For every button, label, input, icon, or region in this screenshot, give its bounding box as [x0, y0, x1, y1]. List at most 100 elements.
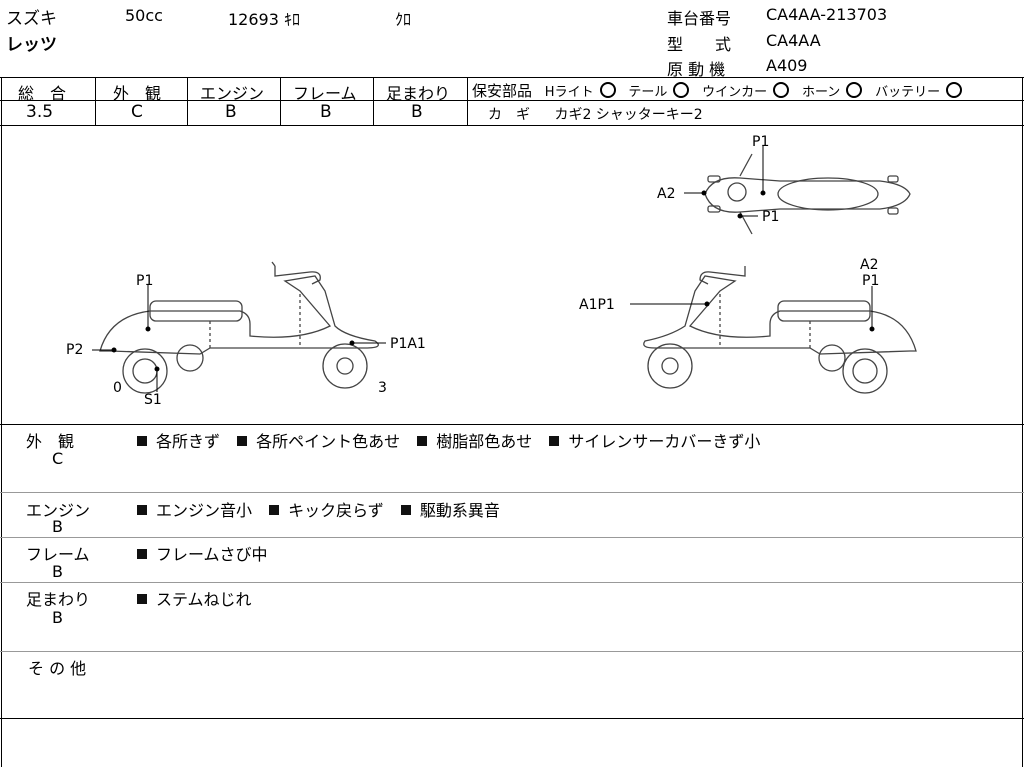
note-category: エンジン: [26, 501, 91, 520]
key-label: カ ギ: [488, 107, 530, 123]
damage-label: A1P1: [579, 297, 615, 313]
note-item: 樹脂部色あせ: [417, 432, 532, 451]
bullet-icon: [137, 549, 147, 559]
safety-parts-label: 保安部品: [472, 82, 533, 100]
note-category: 足まわり: [26, 590, 91, 609]
note-grade: B: [52, 517, 63, 536]
note-grade: B: [52, 562, 63, 581]
scooter-top-view: [704, 153, 911, 235]
note-item: エンジン音小: [137, 501, 252, 520]
safety-item-label: ホーン: [801, 85, 841, 100]
note-category: フレーム: [26, 545, 90, 564]
divider: [280, 77, 281, 125]
damage-label: P1: [762, 209, 779, 225]
safety-item-winker: ウインカー: [702, 82, 797, 100]
note-item: ステムねじれ: [137, 590, 252, 609]
safety-item-label: バッテリー: [875, 85, 941, 100]
damage-label: P1A1: [390, 336, 426, 352]
damage-markers: [92, 146, 875, 392]
note-category: そ の 他: [28, 659, 87, 678]
safety-item-horn: ホーン: [801, 82, 870, 100]
safety-item-label: Hライト: [544, 85, 594, 100]
grade-value: 3.5: [26, 102, 54, 122]
divider: [467, 77, 468, 125]
note-item: 各所きず: [137, 432, 220, 451]
bullet-icon: [417, 436, 428, 446]
note-items: フレームさび中: [137, 541, 280, 565]
ok-circle-icon: [946, 82, 963, 98]
note-item: フレームさび中: [137, 545, 268, 564]
note-item: サイレンサーカバーきず小: [549, 432, 760, 451]
bullet-icon: [400, 505, 411, 515]
safety-item-label: テール: [628, 85, 668, 100]
maker: スズキ: [6, 9, 57, 29]
scooter-right-view: [643, 266, 917, 394]
divider: [0, 77, 1024, 78]
frame-number-label: 車台番号: [667, 9, 732, 28]
damage-labels: P1 P2 P1A1 0 S1 3 P1 A2 P1 A1P1 A2 P1: [66, 134, 879, 408]
grade-label: 総 合: [18, 84, 67, 103]
note-item: キック戻らず: [269, 501, 384, 520]
key-value: カギ2 シャッターキー2: [554, 107, 703, 123]
note-item: 各所ペイント色あせ: [237, 432, 400, 451]
damage-label: 0: [113, 380, 122, 396]
safety-parts-row: 保安部品 Hライト テール ウインカー ホーン バッテリー: [472, 80, 970, 101]
divider: [467, 100, 1024, 101]
key-row: カ ギ カギ2 シャッターキー2: [488, 104, 703, 124]
bullet-icon: [137, 594, 147, 604]
grade-label: エンジン: [200, 84, 265, 103]
grade-value: B: [320, 102, 332, 122]
damage-label: P1: [136, 273, 153, 289]
note-items: エンジン音小 キック戻らず 駆動系異音: [137, 497, 512, 521]
divider: [0, 424, 1024, 425]
divider: [0, 582, 1024, 583]
damage-label: 3: [378, 380, 387, 396]
divider: [0, 718, 1024, 719]
safety-item-tail: テール: [628, 82, 697, 100]
bullet-icon: [269, 505, 280, 515]
divider: [0, 492, 1024, 493]
note-category: 外 観: [26, 432, 75, 451]
grade-label: フレーム: [293, 84, 357, 103]
color: ｸﾛ: [395, 10, 412, 29]
damage-label: A2: [657, 186, 675, 202]
type-value: CA4AA: [766, 31, 821, 50]
ok-circle-icon: [773, 82, 790, 98]
damage-label: A2: [860, 257, 878, 273]
divider: [373, 77, 374, 125]
divider: [187, 77, 188, 125]
border-right: [1022, 77, 1023, 767]
type-label: 型 式: [667, 35, 732, 54]
safety-item-label: ウインカー: [702, 85, 768, 100]
damage-diagram: P1 P2 P1A1 0 S1 3 P1 A2 P1 A1P1 A2 P1: [66, 134, 917, 408]
ok-circle-icon: [673, 82, 690, 98]
damage-label: P1: [862, 273, 879, 289]
grade-value: B: [411, 102, 423, 122]
bullet-icon: [237, 436, 248, 446]
safety-item-battery: バッテリー: [875, 82, 970, 100]
grade-value: C: [131, 102, 143, 122]
note-grade: C: [52, 449, 64, 468]
engine-model-label: 原 動 機: [667, 60, 726, 79]
bullet-icon: [137, 505, 147, 515]
safety-item-headlight: Hライト: [544, 82, 624, 100]
mileage: 12693 ｷﾛ: [228, 10, 300, 29]
divider: [0, 537, 1024, 538]
divider: [0, 100, 467, 101]
damage-label: P2: [66, 342, 83, 358]
note-items: ステムねじれ: [137, 586, 264, 610]
grade-label: 外 観: [113, 84, 162, 103]
ok-circle-icon: [846, 82, 863, 98]
scooter-left-view: [99, 261, 379, 394]
divider: [95, 77, 96, 125]
displacement: 50cc: [125, 6, 163, 25]
grade-label: 足まわり: [386, 84, 451, 103]
grade-value: B: [225, 102, 237, 122]
divider: [0, 125, 1024, 126]
bullet-icon: [137, 436, 147, 446]
engine-model-value: A409: [766, 56, 808, 75]
divider: [0, 651, 1024, 652]
damage-label: S1: [144, 392, 162, 408]
note-grade: B: [52, 608, 63, 627]
note-item: 駆動系異音: [400, 501, 500, 520]
